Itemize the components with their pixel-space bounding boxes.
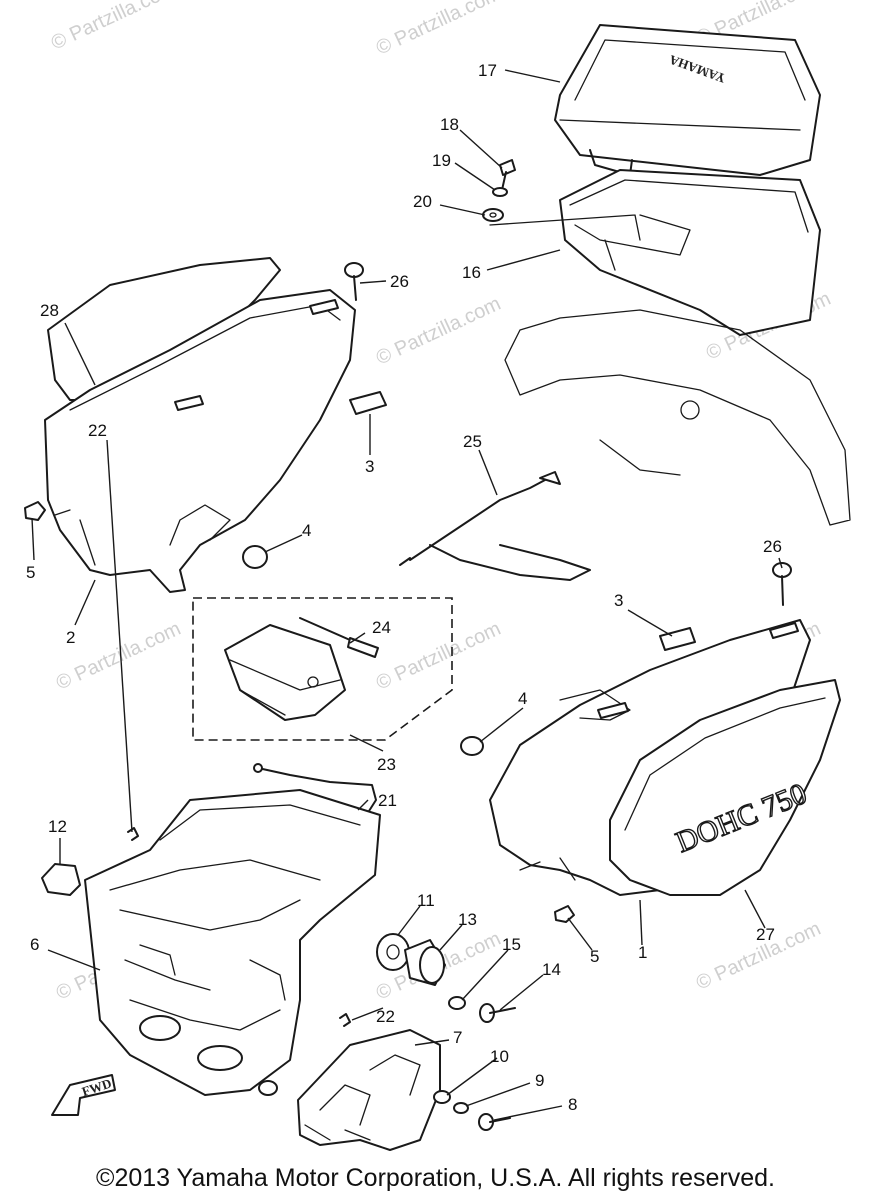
leader-lines xyxy=(31,69,783,1121)
callout-4: 4 xyxy=(518,689,527,708)
callout-23: 23 xyxy=(377,755,396,774)
callout-3: 3 xyxy=(614,591,623,610)
callout-26: 26 xyxy=(763,537,782,556)
nut-left xyxy=(24,501,46,521)
callout-22: 22 xyxy=(376,1007,395,1026)
callout-10: 10 xyxy=(490,1047,509,1066)
callout-18: 18 xyxy=(440,115,459,134)
tool-case-tray xyxy=(489,169,821,336)
callout-24: 24 xyxy=(372,618,391,637)
screw-left xyxy=(344,262,364,301)
callout-5: 5 xyxy=(26,563,35,582)
left-side-cover xyxy=(44,257,356,593)
callout-2: 2 xyxy=(66,628,75,647)
callout-12: 12 xyxy=(48,817,67,836)
watermark: © Partzilla.com xyxy=(48,0,179,55)
callout-19: 19 xyxy=(432,151,451,170)
damper-right xyxy=(460,736,484,756)
watermark: © Partzilla.com xyxy=(373,293,504,370)
tool-kit xyxy=(192,597,453,741)
mount-hardware xyxy=(376,933,516,1023)
fwd-label: FWD xyxy=(80,1075,113,1099)
seat-cable xyxy=(399,471,591,581)
callout-6: 6 xyxy=(30,935,39,954)
callout-4: 4 xyxy=(302,521,311,540)
callout-3: 3 xyxy=(365,457,374,476)
callout-21: 21 xyxy=(378,791,397,810)
battery-box xyxy=(84,789,381,1096)
callout-25: 25 xyxy=(463,432,482,451)
grommet-left xyxy=(349,391,387,415)
fwd-arrow: FWD xyxy=(51,1074,116,1116)
callout-26: 26 xyxy=(390,272,409,291)
callout-28: 28 xyxy=(40,301,59,320)
clip-top xyxy=(127,827,139,841)
callout-7: 7 xyxy=(453,1028,462,1047)
watermark: © Partzilla.com xyxy=(373,618,504,695)
tool-case-lid: YAMAHA xyxy=(554,24,821,176)
callout-1: 1 xyxy=(638,943,647,962)
cushion-12 xyxy=(41,863,81,896)
callout-13: 13 xyxy=(458,910,477,929)
clip-lower xyxy=(339,1013,351,1027)
callout-5: 5 xyxy=(590,947,599,966)
callout-17: 17 xyxy=(478,61,497,80)
screw-right xyxy=(772,562,792,606)
callout-14: 14 xyxy=(542,960,561,979)
callout-22: 22 xyxy=(88,421,107,440)
callout-numbers: 17 18 19 20 16 28 26 3 25 4 5 2 26 3 24 … xyxy=(26,61,782,1114)
callout-27: 27 xyxy=(756,925,775,944)
nut-right xyxy=(554,905,575,923)
copyright-notice: ©2013 Yamaha Motor Corporation, U.S.A. A… xyxy=(96,1164,775,1192)
callout-9: 9 xyxy=(535,1071,544,1090)
callout-16: 16 xyxy=(462,263,481,282)
right-side-cover: DOHC 750 xyxy=(489,619,841,896)
bolt-washers-16 xyxy=(482,159,516,222)
rear-fender xyxy=(504,309,851,526)
grommet-right xyxy=(659,627,696,651)
callout-20: 20 xyxy=(413,192,432,211)
callout-15: 15 xyxy=(502,935,521,954)
watermark: © Partzilla.com xyxy=(373,0,504,60)
callout-8: 8 xyxy=(568,1095,577,1114)
callout-11: 11 xyxy=(417,891,435,910)
relay-bracket xyxy=(297,1029,511,1151)
damper-left xyxy=(242,545,268,569)
